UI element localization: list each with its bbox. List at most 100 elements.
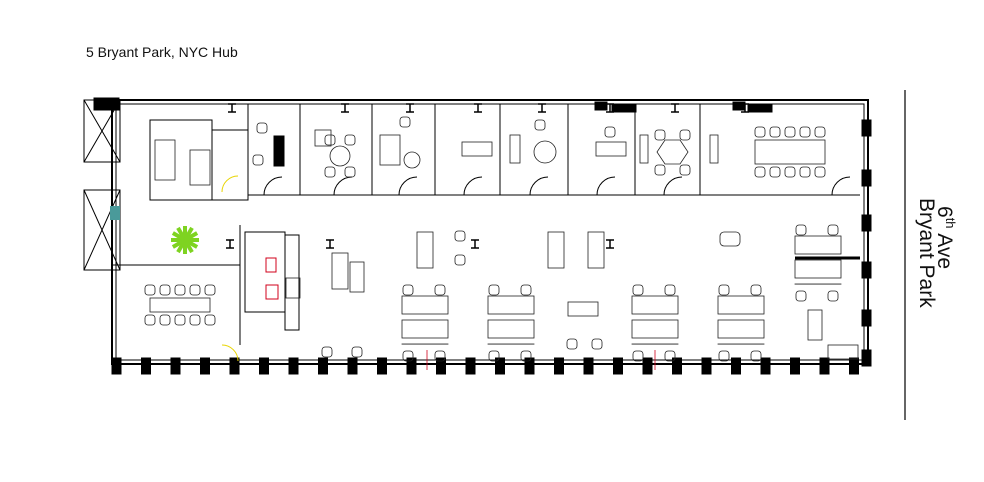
table: [631, 319, 679, 339]
chair: [434, 284, 446, 296]
chair: [604, 126, 616, 138]
table: [709, 134, 719, 164]
chair: [402, 350, 414, 362]
column: [111, 357, 122, 375]
column: [672, 357, 682, 375]
chair: [566, 338, 578, 350]
chair: [344, 166, 356, 178]
chair: [632, 350, 644, 362]
column: [747, 103, 773, 113]
chair: [344, 134, 356, 146]
column: [554, 357, 564, 375]
chair: [488, 284, 500, 296]
column: [760, 357, 771, 375]
table: [794, 259, 842, 279]
table: [509, 134, 521, 164]
table: [349, 261, 365, 293]
table: [487, 295, 535, 315]
chair: [814, 126, 826, 138]
chair: [799, 166, 811, 178]
chair: [827, 224, 839, 236]
column: [732, 101, 746, 111]
chair: [769, 126, 781, 138]
chair: [454, 230, 466, 242]
column: [465, 357, 476, 375]
chair: [654, 164, 666, 176]
chair: [252, 154, 264, 166]
column: [406, 357, 417, 375]
elevator-core-line: [83, 189, 121, 271]
chair: [632, 284, 644, 296]
stair-core-line: [83, 99, 121, 163]
column: [141, 357, 151, 375]
fixture: [265, 284, 279, 300]
chair: [754, 126, 766, 138]
chair: [591, 338, 603, 350]
table: [639, 134, 649, 164]
column-marker: [228, 103, 236, 113]
chair: [520, 350, 532, 362]
chair: [144, 284, 156, 296]
round-table: [533, 140, 557, 164]
column: [594, 101, 608, 111]
chair: [718, 350, 730, 362]
table: [807, 309, 823, 341]
column: [701, 357, 712, 375]
printer: [719, 231, 741, 247]
table: [154, 139, 176, 181]
chair: [351, 346, 363, 358]
chair: [189, 284, 201, 296]
column: [229, 357, 240, 375]
table: [827, 344, 859, 360]
table: [285, 277, 301, 299]
column: [790, 357, 800, 375]
table: [416, 231, 434, 269]
chair: [399, 116, 411, 128]
elevator-marker: [110, 206, 120, 220]
column: [613, 357, 623, 375]
chair: [256, 122, 268, 134]
chair: [488, 350, 500, 362]
chair: [159, 314, 171, 326]
column: [861, 261, 872, 279]
column-marker: [606, 239, 614, 249]
table: [717, 295, 765, 315]
door-swing: [831, 176, 851, 196]
column-marker: [226, 239, 234, 249]
table: [149, 297, 211, 313]
door-swing: [463, 176, 483, 196]
chair: [679, 164, 691, 176]
sink-fixture: [265, 257, 277, 273]
table: [401, 319, 449, 339]
table: [631, 295, 679, 315]
table: [595, 141, 627, 157]
column: [861, 309, 872, 327]
column: [642, 357, 653, 375]
column: [436, 357, 446, 375]
column: [819, 357, 830, 375]
chair: [534, 119, 546, 131]
round-table: [403, 151, 421, 169]
door-swing: [221, 175, 239, 193]
table: [461, 141, 493, 157]
chair: [750, 284, 762, 296]
chair: [174, 284, 186, 296]
column: [731, 357, 741, 375]
kitchen-counter: [284, 234, 300, 331]
chair: [174, 314, 186, 326]
column-marker: [538, 103, 546, 113]
chair: [204, 314, 216, 326]
chair: [784, 166, 796, 178]
chair: [795, 290, 807, 302]
column: [288, 357, 299, 375]
column: [861, 169, 872, 187]
table: [331, 252, 349, 290]
lounge-wall: [149, 119, 213, 201]
chair: [159, 284, 171, 296]
door-swing: [596, 176, 616, 196]
kitchen-wall: [244, 231, 286, 313]
column: [524, 357, 535, 375]
chair: [454, 254, 466, 266]
table: [717, 319, 765, 339]
